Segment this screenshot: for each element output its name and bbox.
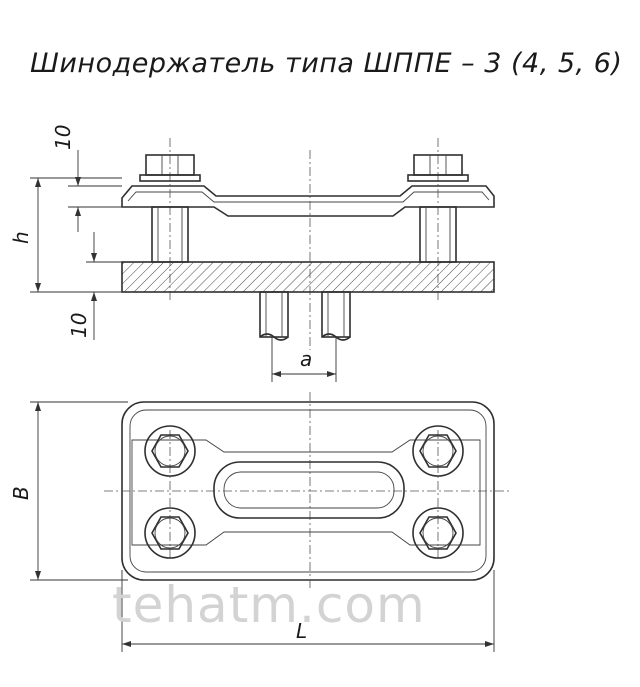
dimension-top-thickness <box>68 150 122 232</box>
dimension-length-label: L <box>296 619 307 643</box>
central-slot <box>213 461 405 519</box>
dimension-top-thickness-label: 10 <box>51 125 75 150</box>
dimension-bottom-thickness <box>86 232 122 340</box>
bolt-bottom-right <box>412 507 464 559</box>
dimension-width-label: B <box>9 486 33 500</box>
bolt-top-left <box>144 425 196 477</box>
bolt-top-right <box>412 425 464 477</box>
dimension-length <box>121 570 495 652</box>
busbar-right <box>321 291 351 341</box>
dimension-gap <box>271 337 337 382</box>
plan-view: B L <box>9 392 512 652</box>
busbar-left <box>259 291 289 341</box>
dimension-bottom-thickness-label: 10 <box>67 313 91 338</box>
dimension-height <box>30 177 122 293</box>
dimension-height-label: h <box>9 231 33 244</box>
top-cover-plate <box>121 185 495 217</box>
dimension-gap-label: a <box>300 347 312 371</box>
front-view: 10 h 10 a <box>9 125 495 382</box>
dimension-width <box>30 401 128 581</box>
bolt-bottom-left <box>144 507 196 559</box>
base-plate <box>121 261 495 293</box>
watermark: tehatm.com <box>112 576 426 634</box>
drawing-title: Шинодержатель типа ШППЕ – 3 (4, 5, 6) <box>30 48 622 79</box>
